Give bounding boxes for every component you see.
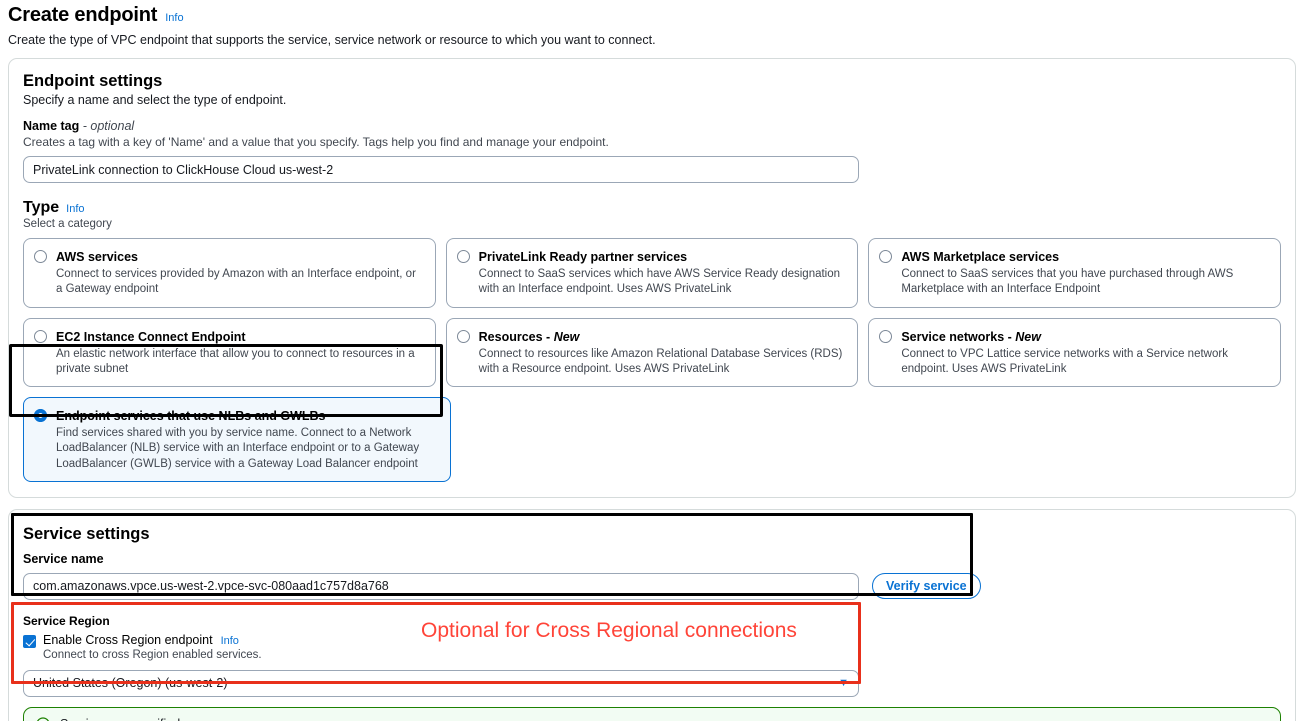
type-option-aws-marketplace-services[interactable]: AWS Marketplace services Connect to SaaS… (868, 238, 1281, 308)
type-info-link[interactable]: Info (66, 203, 85, 215)
type-option-title: EC2 Instance Connect Endpoint (56, 329, 246, 344)
radio-icon-selected[interactable] (34, 409, 47, 423)
verify-service-button[interactable]: Verify service (872, 573, 981, 600)
type-option-service-networks[interactable]: Service networks - New Connect to VPC La… (868, 317, 1281, 388)
type-option-desc: Find services shared with you by service… (56, 427, 420, 470)
name-tag-label: Name tag - optional (23, 119, 1281, 133)
type-option-title: Resources - New (478, 329, 580, 344)
type-option-title: Endpoint services that use NLBs and GWLB… (56, 409, 326, 424)
title-row: Create endpoint Info (8, 4, 1296, 27)
name-tag-hint: Creates a tag with a key of 'Name' and a… (23, 135, 609, 149)
type-option-endpoint-services-nlb-gwlb[interactable]: Endpoint services that use NLBs and GWLB… (23, 397, 451, 482)
type-option-desc: An elastic network interface that allow … (56, 347, 415, 375)
enable-cross-region-label: Enable Cross Region endpoint Info (43, 632, 239, 647)
radio-icon[interactable] (34, 250, 47, 263)
chevron-down-icon[interactable]: ▼ (838, 677, 849, 690)
name-tag-label-text: Name tag (23, 119, 80, 133)
checkbox-icon-checked[interactable] (23, 634, 36, 648)
type-option-desc: Connect to resources like Amazon Relatio… (478, 347, 843, 375)
service-settings-title: Service settings (23, 524, 150, 543)
alert-service-name-verified: Service name verified. (23, 706, 1281, 721)
type-option-ec2-instance-connect-endpoint[interactable]: EC2 Instance Connect Endpoint An elastic… (23, 317, 436, 388)
alert-message: Service name verified. (60, 717, 184, 721)
enable-cross-region-hint: Connect to cross Region enabled services… (43, 648, 262, 661)
radio-icon[interactable] (456, 329, 470, 343)
type-option-resources[interactable]: Resources - New Connect to resources lik… (445, 317, 859, 388)
new-badge-text: New (553, 329, 580, 344)
type-sub-label: Select a category (23, 218, 112, 230)
service-name-row: com.amazonaws.vpce.us-west-2.vpce-svc-08… (23, 572, 1281, 600)
service-region-label: Service Region (23, 613, 110, 628)
type-heading: Type Info (23, 199, 1281, 217)
type-option-title: AWS Marketplace services (901, 250, 1060, 264)
type-option-title: PrivateLink Ready partner services (478, 250, 688, 264)
check-circle-icon (36, 717, 50, 721)
selected-type-option-wrap: Endpoint services that use NLBs and GWLB… (23, 397, 451, 482)
new-badge-text: New (1015, 329, 1041, 344)
service-settings-card: Service settings Service name com.amazon… (8, 508, 1296, 721)
radio-icon[interactable] (456, 250, 470, 263)
page-header: Create endpoint Info Create the type of … (8, 0, 1296, 47)
endpoint-settings-description: Specify a name and select the type of en… (23, 93, 287, 107)
service-region-select[interactable]: United States (Oregon) (us-west-2) ▼ (23, 669, 859, 697)
type-option-desc: Connect to services provided by Amazon w… (56, 268, 416, 296)
name-tag-field: Name tag - optional Creates a tag with a… (23, 119, 1281, 183)
type-option-privatelink-ready-partner-services[interactable]: PrivateLink Ready partner services Conne… (445, 238, 859, 308)
annotation-text-optional-cross-region: Optional for Cross Regional connections (421, 618, 797, 642)
page-description: Create the type of VPC endpoint that sup… (8, 33, 656, 47)
name-tag-input[interactable]: PrivateLink connection to ClickHouse Clo… (23, 156, 859, 183)
enable-cross-region-row[interactable]: Enable Cross Region endpoint Info Connec… (23, 633, 1281, 661)
service-region-select-value: United States (Oregon) (us-west-2) (33, 676, 228, 691)
header-info-link[interactable]: Info (165, 12, 184, 24)
radio-icon[interactable] (34, 329, 47, 343)
endpoint-settings-card: Endpoint settings Specify a name and sel… (8, 58, 1296, 498)
page-title: Create endpoint (8, 4, 158, 26)
type-option-desc: Connect to VPC Lattice service networks … (901, 347, 1228, 375)
type-option-desc: Connect to SaaS services which have AWS … (478, 268, 841, 296)
type-label: Type (23, 199, 60, 216)
name-tag-optional-suffix: - optional (82, 119, 135, 133)
service-name-label: Service name (23, 551, 104, 566)
radio-icon[interactable] (879, 250, 893, 263)
endpoint-settings-title: Endpoint settings (23, 72, 163, 90)
type-option-aws-services[interactable]: AWS services Connect to services provide… (23, 238, 436, 308)
radio-icon[interactable] (879, 329, 893, 343)
cross-region-info-link[interactable]: Info (220, 634, 239, 647)
type-options-grid: AWS services Connect to services provide… (23, 238, 1281, 388)
service-name-input[interactable]: com.amazonaws.vpce.us-west-2.vpce-svc-08… (23, 572, 859, 600)
type-option-desc: Connect to SaaS services that you have p… (901, 268, 1234, 296)
type-option-title: Service networks - New (901, 329, 1041, 344)
type-option-title: AWS services (56, 250, 138, 264)
